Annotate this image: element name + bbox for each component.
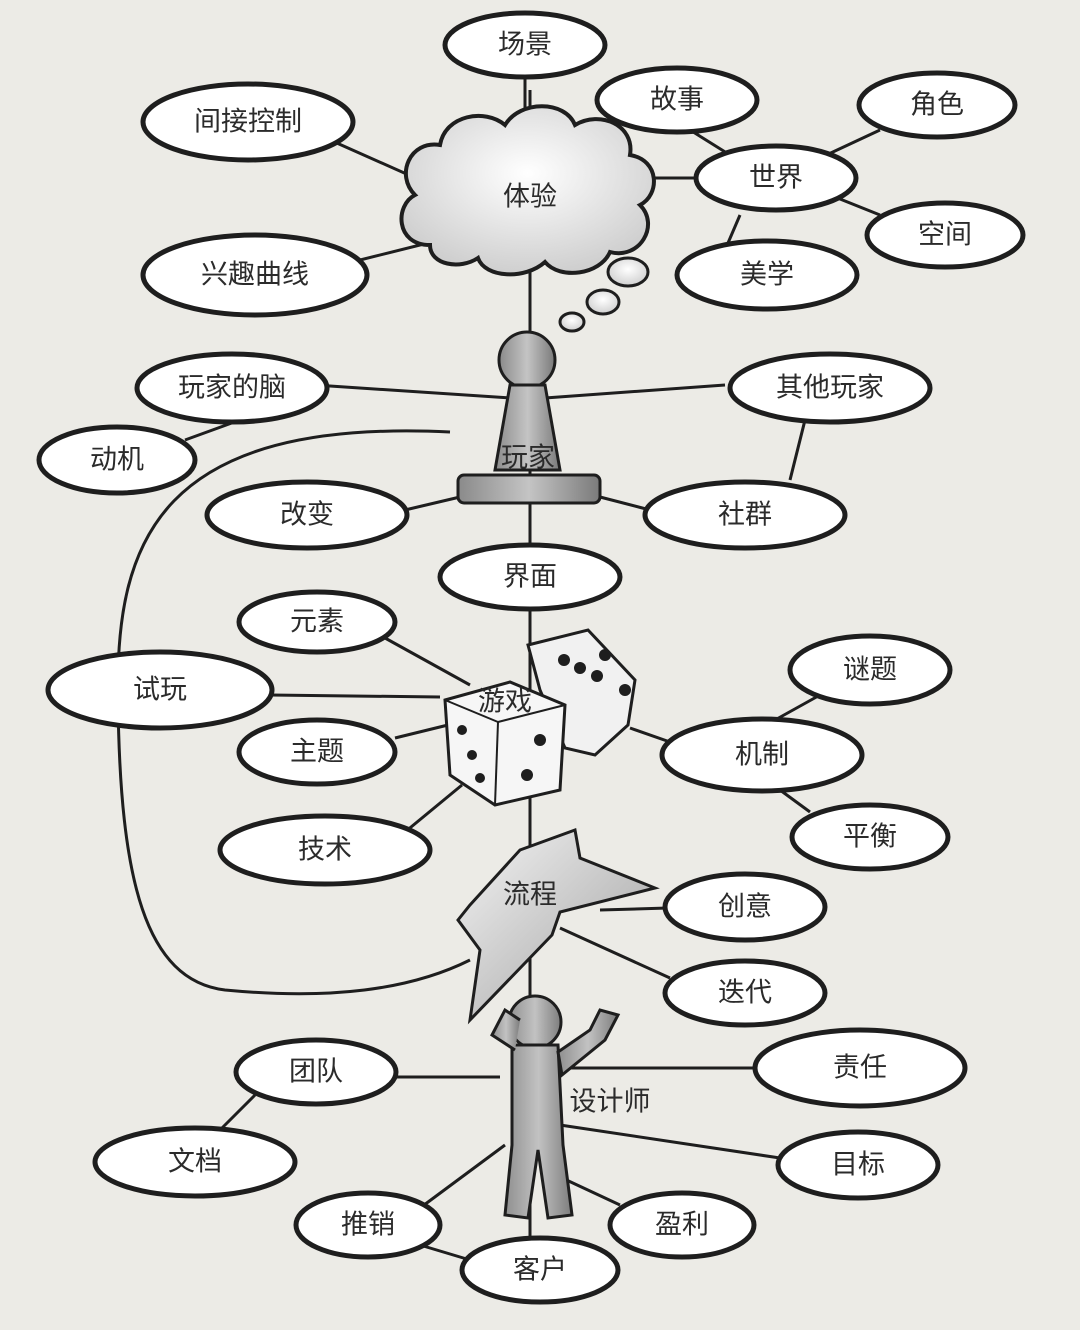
node-documentation: 文档 [168, 1147, 222, 1178]
node-interest-curve: 兴趣曲线 [201, 260, 309, 291]
node-team: 团队 [289, 1057, 343, 1088]
node-character: 角色 [910, 90, 964, 121]
node-technology: 技术 [298, 835, 352, 866]
node-player-brain: 玩家的脑 [178, 373, 286, 404]
node-indirect-control: 间接控制 [194, 107, 302, 138]
node-theme: 主题 [290, 737, 344, 768]
node-iteration: 迭代 [718, 978, 772, 1009]
node-profit: 盈利 [655, 1210, 709, 1241]
node-puzzle: 谜题 [843, 655, 897, 686]
node-other-players: 其他玩家 [776, 373, 884, 404]
node-responsibility: 责任 [833, 1053, 887, 1084]
node-game: 游戏 [478, 687, 532, 718]
node-goals: 目标 [831, 1150, 885, 1181]
experience-cloud: 体验 [399, 104, 656, 277]
node-elements: 元素 [290, 607, 344, 638]
node-marketing: 推销 [341, 1210, 395, 1241]
node-space: 空间 [918, 220, 972, 251]
node-designer: 设计师 [570, 1087, 651, 1118]
ellipse-labels: 场景 间接控制 故事 角色 世界 空间 美学 兴趣曲线 玩家的脑 其他玩家 动机… [90, 30, 972, 1286]
node-story: 故事 [650, 85, 704, 116]
node-balance: 平衡 [843, 822, 897, 853]
node-community: 社群 [718, 500, 772, 531]
node-motivation: 动机 [90, 445, 144, 476]
player-pawn: 玩家 [456, 330, 602, 505]
node-scene: 场景 [498, 30, 552, 61]
node-playtest: 试玩 [133, 675, 187, 706]
node-world: 世界 [749, 163, 803, 194]
node-process: 流程 [503, 880, 557, 911]
ellipse-nodes [36, 10, 1026, 1305]
node-mechanics: 机制 [735, 740, 789, 771]
process-bolt: 流程 [456, 827, 660, 1025]
node-experience: 体验 [503, 182, 557, 213]
node-client: 客户 [513, 1255, 567, 1286]
node-interface: 界面 [503, 562, 557, 593]
game-dice: 游戏 [443, 628, 637, 807]
thought-bubbles [558, 256, 650, 333]
node-aesthetics: 美学 [740, 260, 794, 291]
node-change: 改变 [280, 500, 334, 531]
node-creativity: 创意 [718, 892, 772, 923]
node-player: 玩家 [501, 443, 555, 474]
designer-figure: 设计师 [490, 994, 651, 1220]
